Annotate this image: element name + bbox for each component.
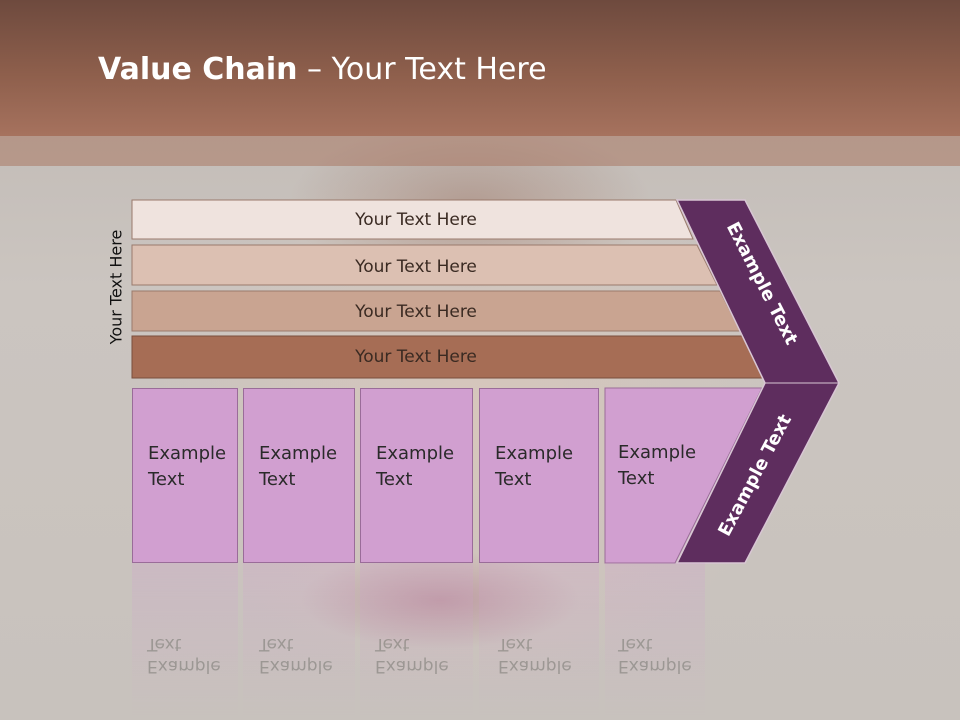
card-4-line1: Example [495, 443, 574, 464]
slide-title: Value Chain – Your Text Here [98, 52, 547, 87]
title-bold: Value Chain [98, 52, 298, 87]
title-rest: – Your Text Here [297, 52, 547, 87]
card-2-line2: Text [259, 469, 296, 490]
card-2-line1: Example [259, 443, 338, 464]
bar-2-label: Your Text Here [354, 257, 477, 277]
card-5-shape [604, 387, 763, 564]
card-1-line2: Text [148, 469, 185, 490]
card-3-line2: Text [376, 469, 413, 490]
header-bar [0, 0, 960, 136]
header-band [0, 136, 960, 166]
card-4-line2: Text [495, 469, 532, 490]
bar-1-label: Your Text Here [354, 210, 477, 230]
card-1-line1: Example [148, 443, 227, 464]
bar-2 [131, 244, 718, 286]
card-5-line1: Example [618, 442, 697, 463]
bar-4-label: Your Text Here [354, 347, 477, 367]
card-5-line2: Text [618, 468, 655, 489]
bar-3-label: Your Text Here [354, 302, 477, 322]
bar-1 [131, 199, 694, 240]
card-3-line1: Example [376, 443, 455, 464]
